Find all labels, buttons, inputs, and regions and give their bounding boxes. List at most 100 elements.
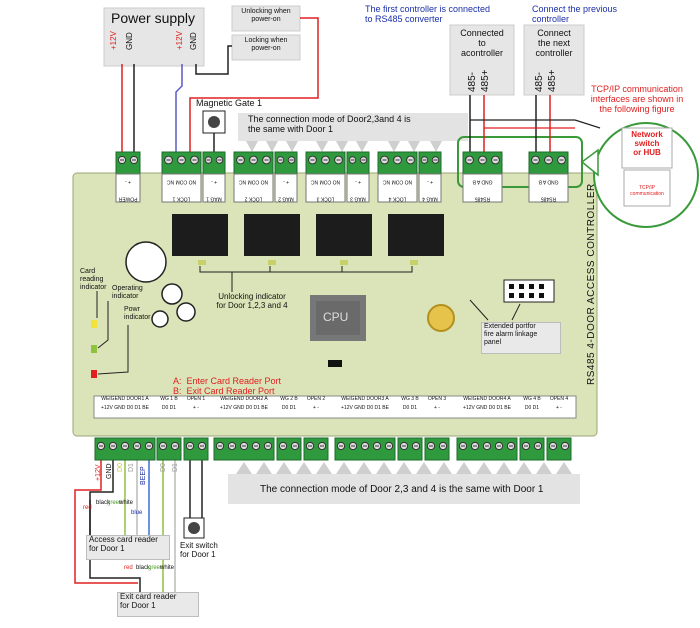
terminals: [94, 151, 572, 461]
wire-black-b: black: [136, 565, 151, 571]
power-supply-box: [103, 7, 205, 67]
bottom-pin-label-11: D0 D1: [524, 405, 540, 411]
bottom-header-3: OPEN 1: [186, 396, 206, 402]
wire-d1-label-b: D1: [172, 463, 179, 472]
tcpip-note: TCP/IP communication interfaces are show…: [590, 84, 684, 115]
top-terminal-label-box-2: [161, 173, 202, 203]
battery: [427, 304, 455, 332]
wire-tcp: [574, 119, 601, 129]
top-terminal-label-box-9: [418, 173, 442, 203]
led-power: [91, 370, 97, 378]
top-terminal-label-box-5: [274, 173, 298, 203]
wire-plus12v-label: +12V: [95, 464, 102, 481]
unlocking-mode-label: Unlocking when power-on: [241, 8, 291, 23]
port-a-label: A: Enter Card Reader Port: [173, 376, 282, 386]
relay-2: [244, 214, 300, 256]
board-title: RS485 4-DOOR ACCESS CONTROLLER: [586, 183, 597, 385]
wire-green-a: green: [107, 500, 123, 506]
bottom-terminal-9: [424, 437, 450, 461]
bottom-pin-label-6: + -: [313, 405, 319, 411]
bottom-header-5: WG 2 B: [280, 396, 298, 402]
wire-d0-label: D0: [117, 463, 124, 472]
wire-beep-label: BEEP: [140, 466, 147, 485]
network-switch-box: [621, 127, 673, 169]
access-reader-box: [86, 535, 170, 560]
top-terminal-name-6: LOCK 3: [316, 195, 335, 202]
led-unlock-3: [340, 260, 348, 265]
bottom-terminal-10: [456, 437, 518, 461]
wire-red-a: red: [83, 505, 92, 511]
top-terminal-label-box-8: [377, 173, 418, 203]
top-terminal-1: [115, 151, 141, 175]
bottom-header-7: WEIGEND DOOR3 A: [341, 396, 389, 402]
top-banner: [238, 113, 468, 141]
tcpip-comm-label: TCP/IP communication: [630, 185, 664, 197]
rs485-plus-1: 485+: [480, 69, 491, 92]
rs485-box-2: [523, 24, 585, 96]
locking-mode-label: Locking when power-on: [244, 37, 288, 52]
top-terminal-5: [274, 151, 298, 175]
network-switch-label: Network switch or HUB: [631, 130, 663, 157]
top-terminal-name-1: POWER: [118, 195, 138, 202]
top-pin-label-11: GND A B: [538, 178, 559, 185]
bottom-banner: [228, 474, 580, 504]
wire-white-a: white: [119, 500, 134, 506]
bottom-header-9: OPEN 3: [427, 396, 447, 402]
wire-lock-gnd: [195, 45, 232, 75]
led-unlock-1: [198, 260, 206, 265]
top-arrows: [246, 141, 442, 152]
cpu-label: CPU: [323, 310, 349, 324]
magnetic-gate-label: Magnetic Gate 1: [196, 98, 263, 108]
jumper: [328, 360, 342, 367]
extended-port-header: [503, 279, 555, 303]
top-terminal-label-box-6: [305, 173, 346, 203]
port-b-label: B: Exit Card Reader Port: [173, 386, 275, 396]
unlocking-indicator: Unlocking indicator for Door 1,2,3 and 4: [216, 292, 288, 310]
top-terminal-label-box-11: [528, 173, 569, 203]
top-terminal-label-box-4: [233, 173, 274, 203]
top-pin-label-1: + -: [125, 178, 131, 185]
reader-wire-red: [74, 460, 138, 584]
top-terminal-name-5: MAG 2: [278, 195, 294, 202]
bottom-terminal-3: [183, 437, 209, 461]
bottom-pin-label-3: + -: [193, 405, 199, 411]
wire-d1-label: D1: [128, 463, 135, 472]
top-pin-label-3: + -: [211, 178, 217, 185]
power-gnd-1: GND: [125, 32, 134, 50]
unlocking-mode-box: [231, 5, 301, 32]
tcpip-box: [623, 169, 671, 207]
top-terminal-4: [233, 151, 274, 175]
relay-3: [316, 214, 372, 256]
capacitor-large: [125, 241, 167, 283]
top-terminal-2: [161, 151, 202, 175]
top-terminal-name-2: LOCK 1: [172, 195, 191, 202]
power-gnd-2: GND: [189, 32, 198, 50]
connect-next-controller: Connect the next controller: [535, 28, 573, 59]
top-terminal-11: [528, 151, 569, 175]
access-reader-label: Access card reader for Door 1: [89, 535, 158, 553]
extended-port-label: Extended portfor fire alarm linkage pane…: [484, 323, 538, 346]
card-reading-indicator: Card reading indicator: [80, 268, 107, 291]
same-mode-top: The connection mode of Door2,3and 4 is t…: [248, 114, 411, 135]
relay-4: [388, 214, 444, 256]
bottom-pin-label-8: D0 D1: [402, 405, 418, 411]
capacitor-3: [151, 310, 169, 328]
bottom-terminal-1: [94, 437, 156, 461]
led-unlock-4: [410, 260, 418, 265]
bottom-pin-label-10: +12V GND D0 D1 BE: [463, 405, 511, 411]
wire-red-b: red: [124, 565, 133, 571]
exit-reader-box: [117, 592, 199, 617]
top-terminal-7: [346, 151, 370, 175]
top-terminal-label-box-7: [346, 173, 370, 203]
rs485-box-1: [449, 24, 515, 96]
wire-white-b: white: [160, 565, 175, 571]
bottom-pin-label-7: +12V GND D0 D1 BE: [341, 405, 389, 411]
capacitor-1: [161, 283, 183, 305]
locking-mode-box: [231, 34, 301, 61]
bottom-header-12: OPEN 4: [549, 396, 569, 402]
top-terminal-label-box-1: [115, 173, 141, 203]
top-pin-label-2: NO COM NC: [166, 178, 197, 185]
power-supply-title: Power supply: [111, 10, 196, 26]
top-terminal-6: [305, 151, 346, 175]
